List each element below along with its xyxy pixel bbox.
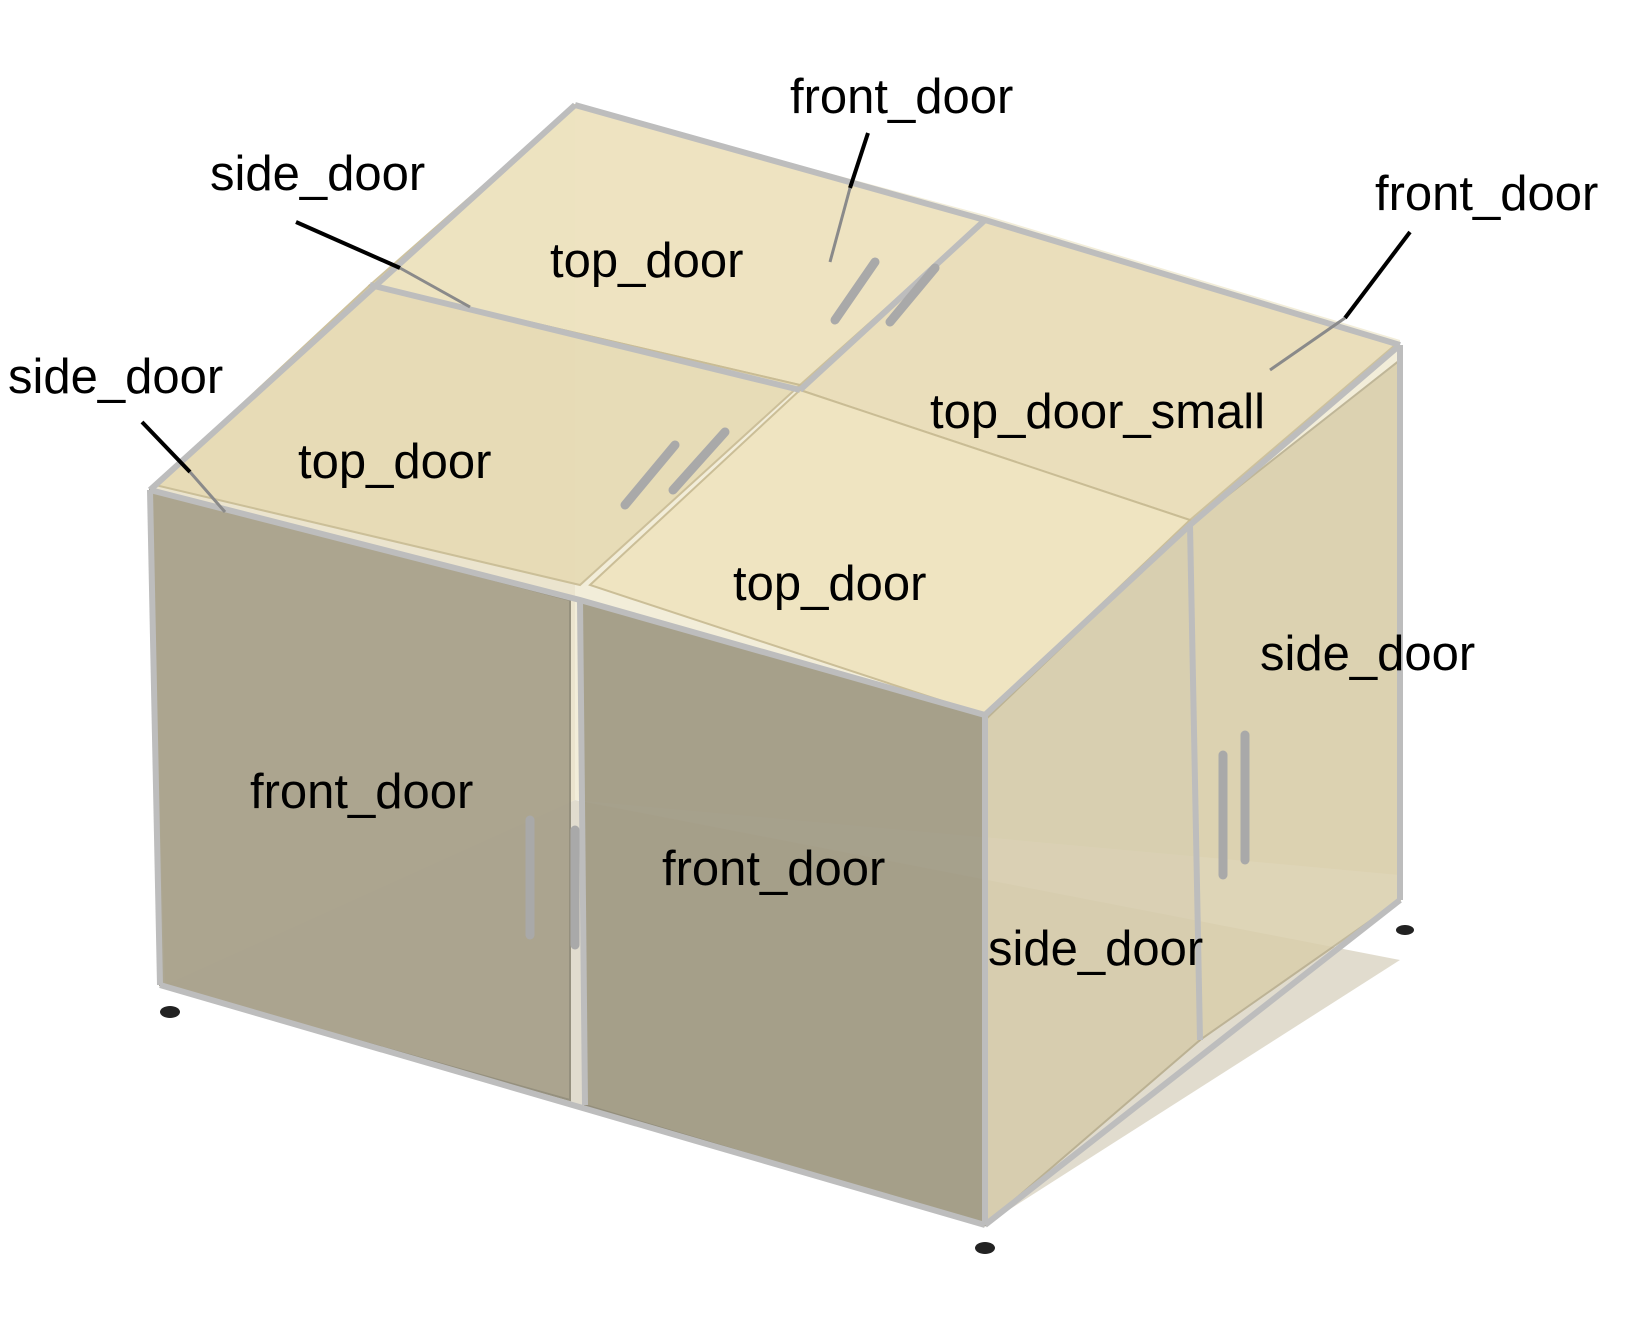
label-top-door-front: top_door bbox=[733, 557, 926, 611]
leader-lines bbox=[140, 132, 1412, 474]
leader-lines-grey bbox=[188, 187, 1346, 513]
label-front-door-left: front_door bbox=[250, 765, 473, 819]
feet bbox=[160, 925, 1414, 1254]
label-side-door-bottom: side_door bbox=[988, 922, 1203, 976]
label-top-door-back: top_door bbox=[550, 234, 743, 288]
label-front-door-center: front_door bbox=[662, 842, 885, 896]
label-side-door-upper: side_door bbox=[210, 147, 425, 201]
frame-rails bbox=[147, 102, 1403, 1228]
handles bbox=[525, 257, 1250, 950]
label-side-door-right: side_door bbox=[1260, 627, 1475, 681]
label-top-door-small: top_door_small bbox=[930, 385, 1265, 439]
label-front-door-right: front_door bbox=[1375, 167, 1598, 221]
label-side-door-left: side_door bbox=[8, 350, 223, 404]
label-front-door-top: front_door bbox=[790, 70, 1013, 124]
label-top-door-left: top_door bbox=[298, 435, 491, 489]
